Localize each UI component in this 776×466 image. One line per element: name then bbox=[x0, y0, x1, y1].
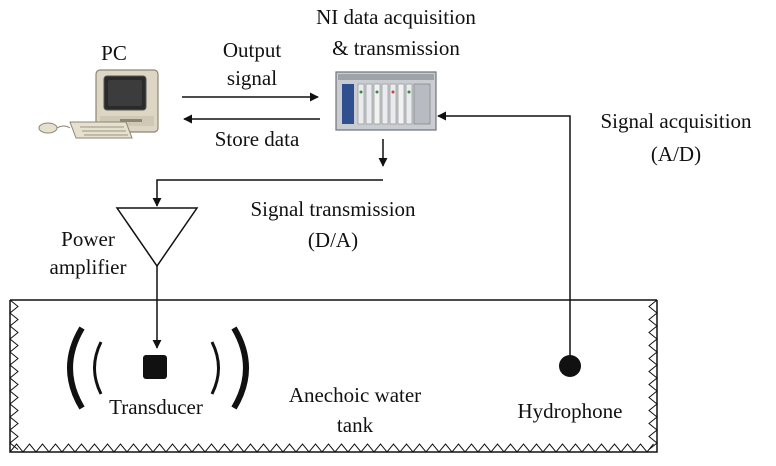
connections bbox=[152, 92, 571, 356]
signal-acquisition-label-line2: (A/D) bbox=[651, 142, 701, 166]
tank-label-line1: Anechoic water bbox=[289, 383, 421, 407]
pc-icon bbox=[38, 69, 159, 139]
pc-label: PC bbox=[101, 41, 127, 65]
sound-wave-left-outer bbox=[67, 326, 85, 410]
tank-label-line2: tank bbox=[337, 413, 374, 437]
ni-chassis-icon bbox=[335, 71, 437, 131]
transmission-line bbox=[152, 179, 383, 207]
signal-acquisition-label-line1: Signal acquisition bbox=[600, 109, 752, 133]
ni-label-line2: & transmission bbox=[332, 36, 460, 60]
hydrophone-icon bbox=[559, 355, 581, 377]
signal-transmission-label-line1: Signal transmission bbox=[250, 197, 416, 221]
transducer-label: Transducer bbox=[109, 395, 203, 419]
sound-wave-right-outer bbox=[231, 326, 249, 410]
sound-wave-right-inner bbox=[210, 341, 220, 395]
output-signal-label-line2: signal bbox=[227, 66, 277, 90]
signal-transmission-label-line2: (D/A) bbox=[308, 228, 358, 252]
amplifier-triangle-icon bbox=[115, 207, 199, 268]
tank-left-zigzag bbox=[9, 299, 19, 450]
transducer-icon bbox=[67, 326, 249, 410]
tank-bottom-zigzag bbox=[9, 443, 654, 453]
output-signal-label-line1: Output bbox=[223, 38, 282, 62]
acquisition-line bbox=[437, 111, 571, 356]
sound-wave-left-inner bbox=[93, 341, 103, 395]
ni-label-line1: NI data acquisition bbox=[316, 5, 476, 29]
hydrophone-label: Hydrophone bbox=[518, 399, 623, 423]
water-tank bbox=[9, 299, 658, 453]
power-amplifier-label-line2: amplifier bbox=[50, 255, 127, 279]
power-amplifier-label-line1: Power bbox=[61, 227, 115, 251]
tank-right-zigzag bbox=[648, 299, 658, 450]
store-data-label: Store data bbox=[215, 127, 300, 151]
